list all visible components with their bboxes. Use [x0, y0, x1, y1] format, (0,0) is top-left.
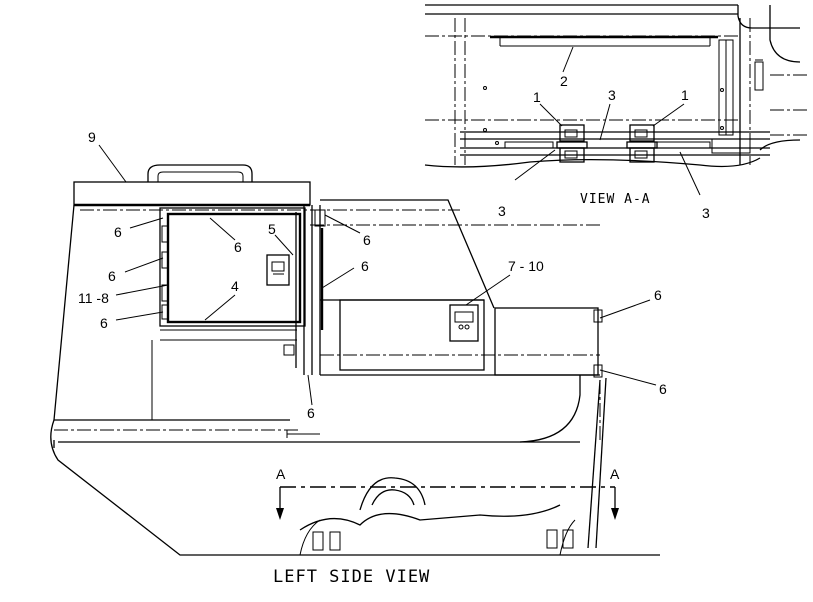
- callout-6-a: 6: [114, 224, 122, 240]
- callout-6-c: 6: [108, 268, 116, 284]
- callout-11-8: 11 -8: [78, 290, 109, 306]
- callout-5: 5: [268, 221, 276, 237]
- detail-view-a-a: 2 1 3 1 3 3 VIEW A-A: [424, 4, 810, 221]
- callout-6-b: 6: [234, 239, 242, 255]
- callout-3-left: 3: [498, 203, 506, 219]
- main-view-title: LEFT SIDE VIEW: [273, 567, 430, 587]
- callout-6-h: 6: [654, 287, 662, 303]
- callout-6-i: 6: [659, 381, 667, 397]
- callout-9: 9: [88, 129, 96, 145]
- callout-4: 4: [231, 278, 239, 294]
- callout-3-right: 3: [702, 205, 710, 221]
- callout-6-g: 6: [307, 405, 315, 421]
- callout-2: 2: [560, 73, 568, 89]
- section-mark-a-left: A: [276, 466, 286, 482]
- detail-view-title: VIEW A-A: [580, 192, 651, 207]
- callout-1-right: 1: [681, 87, 689, 103]
- callout-6-f: 6: [361, 258, 369, 274]
- callout-6-e: 6: [363, 232, 371, 248]
- left-side-view: A A 9 6 6 6 11 -8 6 5 4 6 6 6 7 - 10 6 6…: [50, 129, 667, 587]
- section-mark-a-right: A: [610, 466, 620, 482]
- callout-7-10: 7 - 10: [508, 258, 544, 274]
- callout-1-left: 1: [533, 89, 541, 105]
- callout-6-d: 6: [100, 315, 108, 331]
- callout-3-top: 3: [608, 87, 616, 103]
